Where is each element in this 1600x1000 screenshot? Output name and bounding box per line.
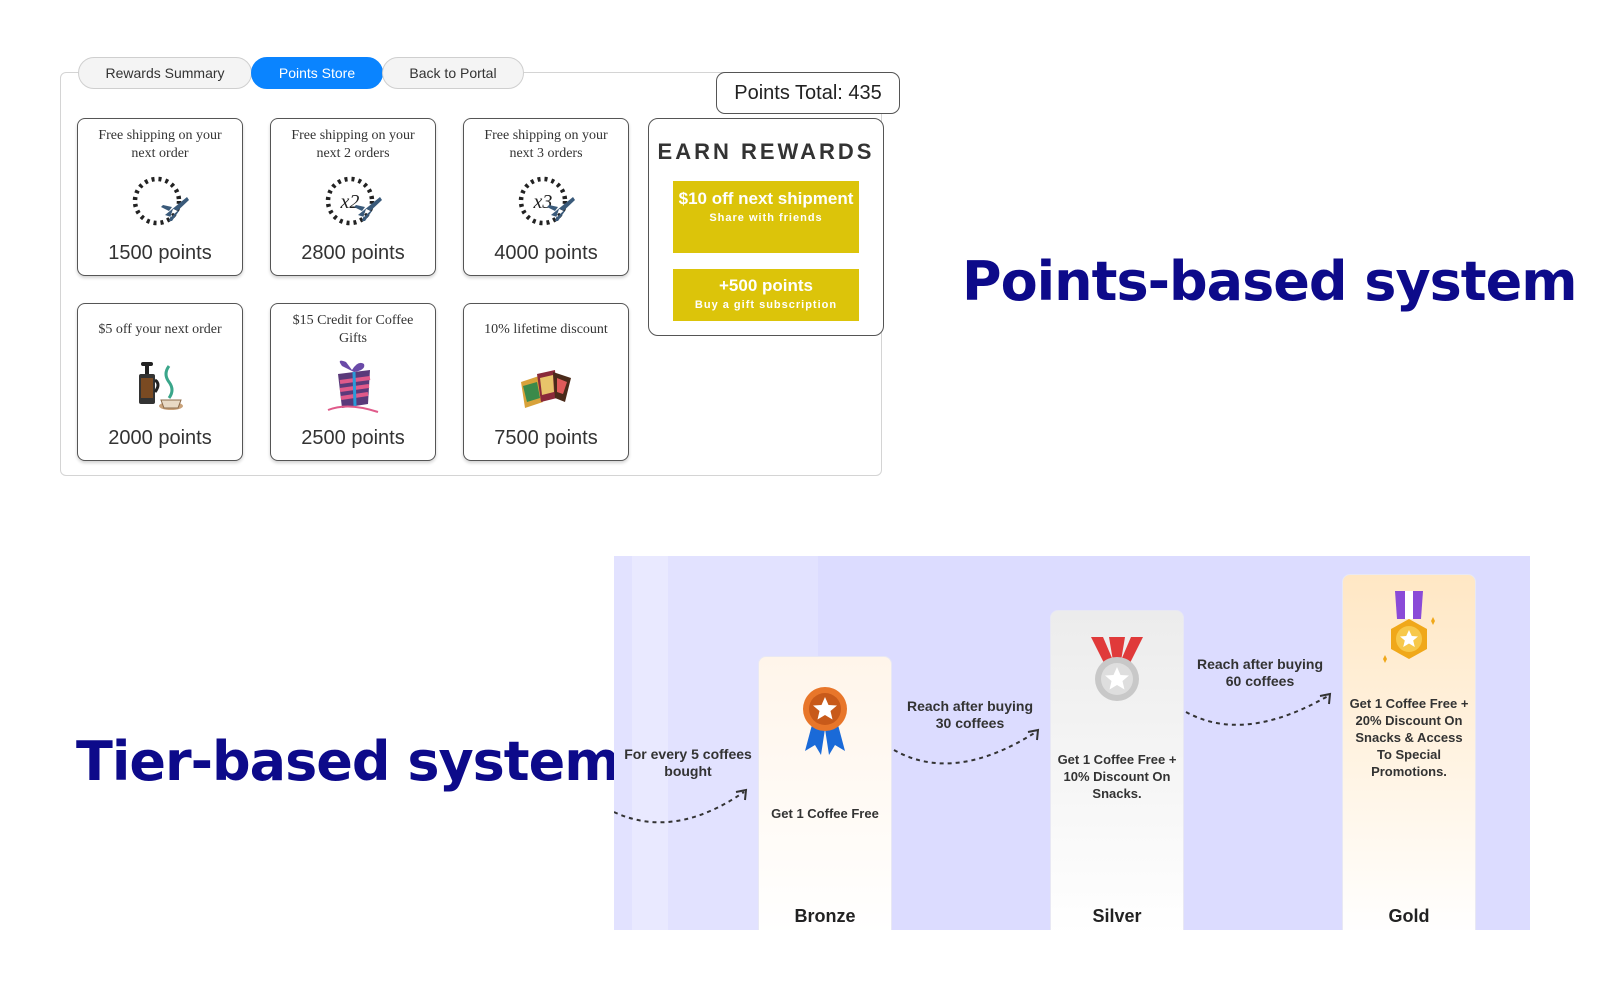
tier-description: Get 1 Coffee Free + 20% Discount On Snac…: [1349, 696, 1469, 779]
multiplier-label: x3: [533, 191, 553, 213]
buy-gift-subscription-button[interactable]: +500 points Buy a gift subscription: [673, 269, 859, 321]
tab-points-store[interactable]: Points Store: [251, 57, 383, 89]
progress-arrows: [614, 692, 1332, 824]
coffee-bags-icon: [521, 370, 571, 408]
reward-card-free-shipping-3[interactable]: Free shipping on your next 3 orders x3 4…: [463, 118, 629, 276]
shipping-plane-icon: x3: [518, 176, 575, 226]
shipping-plane-icon: x2: [325, 176, 382, 226]
points-system-label: Points-based system: [962, 250, 1577, 313]
tier-graphic: For every 5 coffees bought Reach after b…: [614, 556, 1530, 930]
reward-points: 1500 points: [108, 242, 212, 264]
reward-card-5-off[interactable]: $5 off your next order 2000 points: [77, 303, 243, 461]
tier-note-gold: Reach after buying 60 coffees: [1196, 656, 1324, 689]
tab-back-to-portal[interactable]: Back to Portal: [382, 57, 524, 89]
earn-button-sub: Share with friends: [709, 212, 823, 224]
coffee-press-icon: [139, 362, 183, 410]
reward-title: $5 off your next order: [98, 322, 222, 337]
tab-rewards-summary[interactable]: Rewards Summary: [78, 57, 252, 89]
points-total-badge: Points Total: 435: [716, 72, 900, 114]
reward-card-free-shipping-1[interactable]: Free shipping on your next order 1500 po…: [77, 118, 243, 276]
tier-name: Gold: [1388, 906, 1430, 926]
reward-title: $15 Credit for Coffee Gifts: [292, 313, 414, 346]
tier-name: Silver: [1092, 906, 1142, 926]
reward-title: Free shipping on your next order: [98, 128, 222, 161]
tier-note-start: For every 5 coffees bought: [624, 746, 752, 779]
tier-description: Get 1 Coffee Free: [771, 806, 879, 821]
earn-rewards-box: EARN REWARDS $10 off next shipment Share…: [648, 118, 884, 336]
multiplier-label: x2: [340, 191, 360, 213]
background-stripe: [632, 556, 668, 930]
reward-points: 2800 points: [301, 242, 405, 264]
reward-title: Free shipping on your next 3 orders: [484, 128, 608, 161]
tier-name: Bronze: [794, 906, 856, 926]
earn-button-main: +500 points: [718, 276, 813, 295]
reward-points: 7500 points: [494, 427, 598, 449]
silver-medal-icon: [1091, 637, 1143, 701]
bronze-medal-icon: [803, 687, 847, 755]
tier-system-label: Tier-based system: [76, 730, 621, 793]
earn-rewards-heading: EARN REWARDS: [657, 139, 875, 164]
gift-icon: [327, 360, 379, 413]
tier-card-bronze: Get 1 Coffee Free Bronze: [758, 656, 892, 930]
tier-card-gold: Get 1 Coffee Free + 20% Discount On Snac…: [1342, 574, 1476, 930]
share-with-friends-button[interactable]: $10 off next shipment Share with friends: [673, 181, 859, 253]
earn-button-main: $10 off next shipment: [678, 189, 854, 208]
tier-description: Get 1 Coffee Free + 10% Discount On Snac…: [1057, 752, 1177, 801]
reward-title: Free shipping on your next 2 orders: [291, 128, 415, 161]
tier-note-silver: Reach after buying 30 coffees: [906, 698, 1034, 731]
earn-button-sub: Buy a gift subscription: [694, 299, 838, 311]
reward-points: 2500 points: [301, 427, 405, 449]
reward-points: 2000 points: [108, 427, 212, 449]
tier-card-silver: Get 1 Coffee Free + 10% Discount On Snac…: [1050, 610, 1184, 930]
reward-card-coffee-gift-credit[interactable]: $15 Credit for Coffee Gifts 2500 points: [270, 303, 436, 461]
reward-card-free-shipping-2[interactable]: Free shipping on your next 2 orders x2 2…: [270, 118, 436, 276]
reward-points: 4000 points: [494, 242, 598, 264]
gold-medal-icon: [1383, 591, 1435, 663]
shipping-plane-icon: [132, 176, 189, 226]
rewards-tabs: Rewards Summary Points Store Back to Por…: [78, 57, 524, 89]
reward-card-lifetime-discount[interactable]: 10% lifetime discount 7500 points: [463, 303, 629, 461]
reward-title: 10% lifetime discount: [484, 322, 608, 337]
